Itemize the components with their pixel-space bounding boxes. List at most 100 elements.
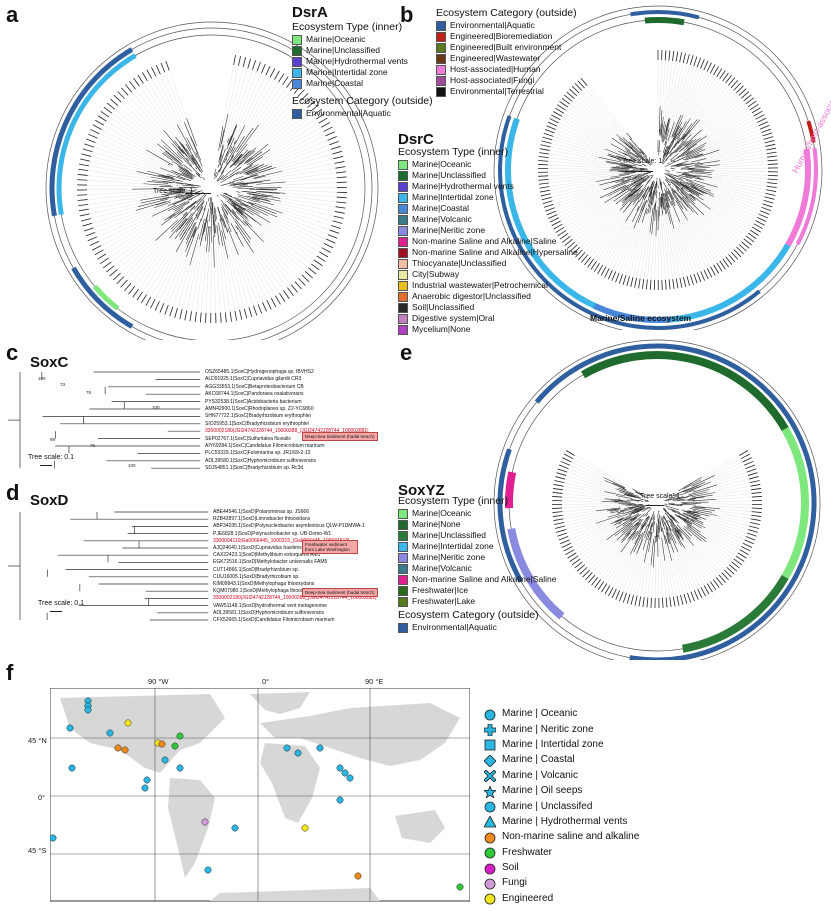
tree-leaf-guide <box>251 127 322 166</box>
tree-leaf-guide <box>562 503 619 505</box>
tree-branch <box>670 180 680 189</box>
tree-leaf-label <box>560 539 570 545</box>
tree-leaf-label <box>563 453 574 460</box>
tree-leaf-label <box>538 179 549 181</box>
tree-leaf-label <box>80 158 91 162</box>
tree-branch <box>652 191 654 196</box>
tree-leaf-guide <box>714 196 758 218</box>
map-legend-entry: Marine | Volcanic <box>483 768 639 783</box>
tree-leaf-guide <box>717 186 764 201</box>
map-legend-label: Marine | Oceanic <box>502 708 578 720</box>
tree-branch <box>635 513 645 522</box>
land-mass <box>60 694 225 773</box>
tree-branch <box>662 141 667 154</box>
tree-branch <box>239 184 247 186</box>
tree-branch <box>213 215 216 234</box>
legend-label: Environmental|Terrestrial <box>450 86 544 96</box>
tree-leaf-guide <box>626 526 650 594</box>
tree-branch <box>667 183 676 194</box>
tree-leaf-label <box>733 558 743 566</box>
tree-leaf-label <box>597 264 604 274</box>
legend-label: Freshwater|Lake <box>412 596 476 606</box>
tree-branch <box>668 133 677 149</box>
tree-leaf-label <box>755 114 765 120</box>
tree-leaf-guide <box>168 256 187 306</box>
tree-branch <box>647 175 649 177</box>
legend-label: City|Subway <box>412 269 460 279</box>
tree-leaf-label <box>304 96 313 105</box>
tree-leaf-label <box>557 230 567 237</box>
tree-leaf-guide <box>715 510 752 516</box>
bootstrap-value: 100 <box>38 376 46 381</box>
tree-leaf-label <box>597 581 605 591</box>
tree-leaf-guide <box>205 252 210 313</box>
ring-segment <box>681 574 789 653</box>
tree-branch <box>683 510 701 517</box>
tree-branch <box>652 187 656 206</box>
tree-leaf-guide <box>633 536 649 596</box>
tree-leaf-label <box>239 309 243 320</box>
tree-branch <box>674 163 687 167</box>
tree-branch <box>685 179 705 188</box>
panel-d-title: SoxD <box>30 492 69 509</box>
tree-branch <box>638 539 643 550</box>
legend-label: Thiocyanate|Unclassified <box>412 258 507 268</box>
tree-branch <box>622 191 637 206</box>
tree-branch <box>191 139 199 155</box>
tree-leaf-guide <box>584 201 630 253</box>
tree-branch <box>674 125 680 136</box>
tree-leaf-guide <box>709 515 750 527</box>
tree-leaf-guide <box>227 232 254 306</box>
tree-leaf-guide <box>99 133 182 174</box>
tree-leaf-guide <box>719 153 767 161</box>
tree-branch <box>230 222 244 247</box>
tree-branch <box>682 200 689 208</box>
tree-leaf-label <box>253 305 258 316</box>
tree-leaf-label <box>634 277 637 288</box>
tree-branch <box>219 148 226 165</box>
tree-leaf-guide <box>555 129 606 150</box>
tree-branch <box>673 127 682 141</box>
tree-leaf-guide <box>103 125 147 151</box>
tree-leaf-guide <box>245 225 296 282</box>
tree-leaf-label <box>106 265 115 273</box>
tree-branch <box>684 515 704 525</box>
tree-branch <box>634 491 645 497</box>
panel-letter-d: d <box>6 480 20 505</box>
tree-leaf-guide <box>87 189 133 191</box>
tree-leaf-label <box>539 148 550 151</box>
tree-leaf-label <box>744 539 754 545</box>
tree-branch <box>680 201 688 212</box>
tree-leaf-label <box>539 186 550 189</box>
tree-branch <box>664 193 669 207</box>
tree-branch <box>648 181 654 191</box>
tree-branch <box>230 146 234 154</box>
tree-leaf-guide <box>676 532 711 582</box>
tree-branch <box>624 522 638 536</box>
sampling-site-marker <box>176 764 184 772</box>
tree-leaf-guide <box>150 251 177 298</box>
tree-branch <box>223 192 242 202</box>
tree-leaf-guide <box>632 213 648 278</box>
tree-leaf-label <box>184 310 188 321</box>
tree-leaf-label <box>743 238 752 246</box>
panel-d-tree-scale: Tree scale: 0.1 <box>38 600 84 607</box>
tree-branch <box>245 164 268 175</box>
legend-entry: Anaerobic digestor|Unclassified <box>398 291 578 302</box>
tree-leaf-guide <box>255 201 332 226</box>
legend-swatch <box>398 324 408 335</box>
tree-branch <box>173 196 193 205</box>
tree-leaf-guide <box>549 150 622 164</box>
tree-leaf-label <box>719 70 726 80</box>
tree-branch <box>612 482 625 489</box>
tree-leaf-guide <box>228 222 268 301</box>
tree-branch <box>678 528 695 546</box>
ring-segment <box>630 10 700 20</box>
tree-leaf-guide <box>666 67 698 147</box>
tree-leaf-guide <box>713 194 759 215</box>
tree-branch <box>220 193 237 207</box>
tree-leaf-label <box>731 561 740 569</box>
tree-branch <box>240 174 259 181</box>
tree-branch <box>219 145 224 160</box>
